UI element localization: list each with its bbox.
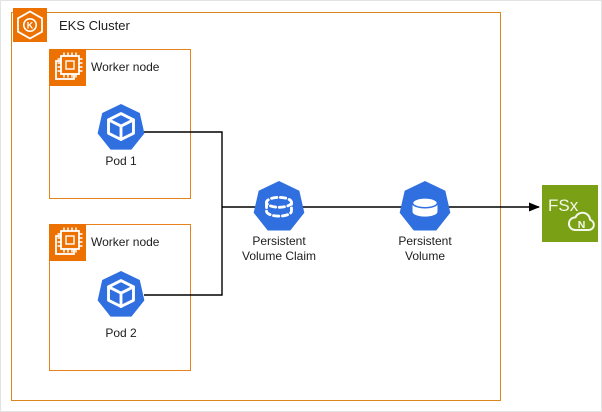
pvc-label: Persistent Volume Claim — [233, 234, 325, 264]
worker-node-1-label: Worker node — [91, 60, 160, 74]
pvc-label-line2: Volume Claim — [241, 249, 317, 263]
pod-2-label: Pod 2 — [105, 326, 137, 340]
pod-2-icon — [97, 271, 145, 319]
pod-1-icon — [97, 104, 145, 152]
pod-1-label: Pod 1 — [105, 154, 137, 168]
fsx-netapp-ontap-icon: FSx N — [542, 185, 598, 242]
pvc-label-line1: Persistent — [252, 234, 306, 248]
ec2-instance-icon — [49, 224, 86, 261]
worker-node-2-boundary — [49, 224, 191, 371]
persistent-volume-claim-icon — [253, 181, 305, 233]
pv-label: Persistent Volume — [379, 234, 471, 264]
pv-label-line1: Persistent — [398, 234, 452, 248]
worker-node-1-boundary — [49, 49, 191, 199]
fsx-icon-label: FSx — [548, 196, 579, 215]
pv-label-line2: Volume — [404, 249, 446, 263]
ec2-instance-icon — [49, 49, 86, 86]
eks-cluster-icon: K — [13, 8, 47, 42]
worker-node-2-label: Worker node — [91, 235, 160, 249]
eks-icon-letter: K — [27, 21, 34, 31]
fsx-cloud-letter: N — [578, 219, 586, 231]
cluster-title: EKS Cluster — [59, 18, 130, 33]
persistent-volume-icon — [399, 181, 451, 233]
